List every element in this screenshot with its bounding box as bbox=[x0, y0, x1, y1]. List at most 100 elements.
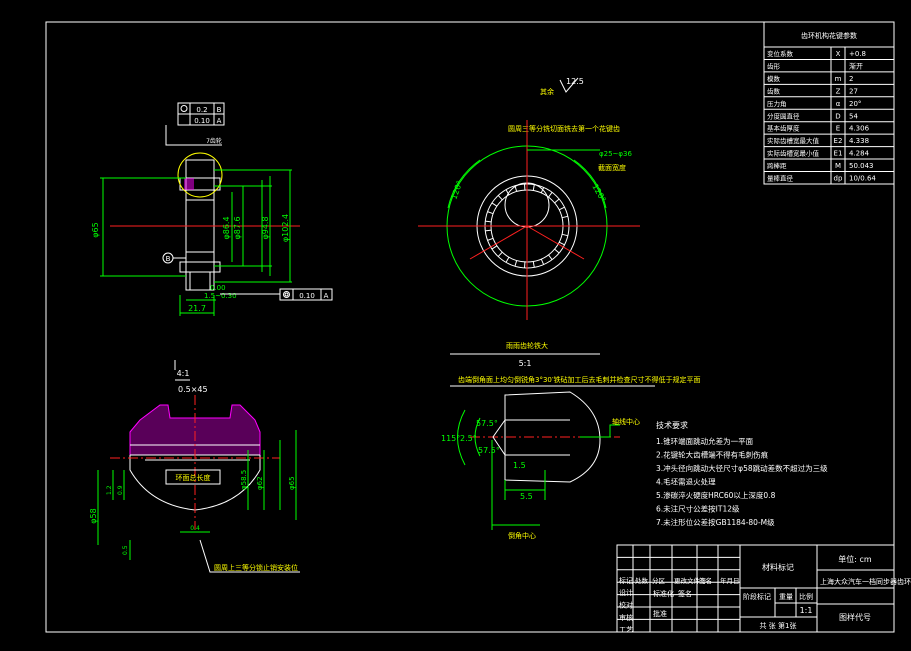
tb-unit: 单位: cm bbox=[838, 554, 872, 564]
tooth-right-label: 轴线中心 bbox=[612, 417, 640, 426]
tech-item: 3.冲头径向跳动大径尺寸φ58跳动差数不超过为三级 bbox=[656, 463, 828, 473]
param-value: 27 bbox=[849, 87, 858, 95]
param-name: 实际齿槽宽最小值 bbox=[767, 149, 820, 158]
tb-drawing-no: 图样代号 bbox=[839, 612, 871, 622]
param-symbol: X bbox=[836, 50, 841, 58]
spline-tooth bbox=[505, 189, 510, 196]
roughness-value: 12.5 bbox=[566, 77, 584, 86]
tech-requirements: 技术要求 1.锥环端面跳动允差为一平面2.花键轮大齿槽端不得有毛刺伤痕3.冲头径… bbox=[656, 420, 828, 527]
dim-58-5: φ58.5 bbox=[240, 470, 248, 490]
tooth-detail: 雨雨齿轮铁大 5:1 齿端倒角面上均匀倒锐角3°30′铁砧加工后去毛刺并检查尺寸… bbox=[441, 341, 700, 540]
param-value: 4.306 bbox=[849, 125, 870, 133]
param-value: 54 bbox=[849, 112, 858, 120]
drawing-frame bbox=[45, 21, 895, 633]
param-value: +0.8 bbox=[849, 50, 866, 58]
dim-94: φ94.8 bbox=[261, 216, 270, 239]
param-value: 4.284 bbox=[849, 150, 870, 158]
tb-col-label: 更改文件号 bbox=[674, 576, 707, 585]
param-symbol: E bbox=[836, 125, 840, 133]
spline-tooth bbox=[532, 184, 535, 191]
param-name: 压力角 bbox=[767, 99, 787, 108]
rest-label: 其余 bbox=[540, 87, 554, 96]
param-name: 实际齿槽宽最大值 bbox=[767, 136, 820, 145]
tb-scale-label: 比例 bbox=[799, 592, 813, 601]
inner-label: 环面总长度 bbox=[176, 473, 211, 482]
tb-sign: 签名 bbox=[678, 589, 692, 598]
dim-65b: φ65 bbox=[288, 476, 296, 490]
tb-std: 标准化 bbox=[653, 589, 674, 598]
spline-tooth bbox=[497, 195, 503, 201]
tb-row-label: 校对 bbox=[619, 600, 633, 609]
spline-tooth bbox=[561, 215, 568, 219]
param-name: 量棒直径 bbox=[767, 174, 794, 183]
param-value: 20° bbox=[849, 100, 861, 108]
spline-tooth bbox=[554, 198, 560, 204]
tol2-value: 0.10 bbox=[194, 117, 210, 125]
right-view: 12.5 其余 圆周三等分铣切面铣去第一个花键齿 120° 120° φ25~φ… bbox=[418, 77, 640, 320]
param-name: 分度圆直径 bbox=[767, 111, 800, 120]
spline-tooth bbox=[491, 245, 498, 250]
tooth-dim-b: 5.5 bbox=[520, 492, 533, 501]
spline-tooth bbox=[532, 261, 535, 268]
spline-tooth bbox=[487, 237, 494, 241]
tol1-ref: B bbox=[217, 106, 222, 114]
front-small-label: 7齿轮 bbox=[206, 137, 222, 145]
spline-tooth bbox=[485, 220, 492, 223]
tb-row-label: 审核 bbox=[619, 613, 633, 622]
dim-65: φ65 bbox=[91, 222, 100, 237]
bottom-dim: 0.4 bbox=[190, 525, 200, 532]
param-value: 4.338 bbox=[849, 137, 869, 145]
tb-approve: 批准 bbox=[653, 609, 667, 618]
bottom-b: 1.5~0.30 bbox=[204, 292, 237, 300]
spline-tooth bbox=[487, 211, 494, 215]
spline-tooth bbox=[514, 260, 518, 267]
datum-b: B bbox=[166, 255, 171, 263]
param-name: 基本齿厚度 bbox=[767, 124, 800, 133]
tech-item: 4.毛坯需退火处理 bbox=[656, 477, 716, 487]
dim-range: φ25~φ36 bbox=[599, 150, 632, 158]
dim-102: φ102.4 bbox=[281, 214, 290, 242]
tooth-bottom-label: 倒角中心 bbox=[508, 531, 536, 540]
spline-tooth bbox=[497, 251, 503, 257]
front-view: 0.2 B 0.10 A 7齿轮 φ65 φ86.4 φ87.6 φ9 bbox=[91, 102, 333, 316]
dim-62: φ62 bbox=[256, 476, 264, 490]
right-vert-label: 截面宽度 bbox=[598, 163, 626, 172]
spline-tooth bbox=[554, 248, 560, 254]
param-name: 跨棒距 bbox=[767, 161, 787, 170]
left-dim-a: 1.2 bbox=[106, 485, 113, 495]
spline-tooth bbox=[514, 185, 518, 192]
tb-col-label: 分区 bbox=[652, 576, 666, 585]
detail-note: 圆周上三等分锁止销安装位 bbox=[214, 563, 298, 572]
dim-58: φ58 bbox=[89, 508, 98, 523]
tooth-title: 雨雨齿轮铁大 bbox=[506, 341, 548, 350]
angle-c: 115° bbox=[441, 434, 460, 443]
tol2-ref: A bbox=[217, 117, 222, 125]
param-name: 模数 bbox=[767, 74, 781, 83]
spline-tooth bbox=[558, 241, 565, 246]
tech-title: 技术要求 bbox=[656, 420, 688, 430]
spline-tooth bbox=[548, 192, 553, 198]
spline-tooth bbox=[540, 187, 545, 194]
left-dim-c: 0.5 bbox=[122, 545, 129, 555]
chamfer-label: 0.5×45 bbox=[178, 385, 208, 394]
tb-row-label: 设计 bbox=[619, 588, 633, 597]
param-value: 2 bbox=[849, 75, 853, 83]
tb-stage: 阶段标记 bbox=[743, 592, 771, 601]
detail-section: 4:1 0.5×45 环面总长度 φ58 1.2 0.9 0.5 φ58.5 φ… bbox=[89, 360, 300, 573]
angle-b: 57.5° bbox=[478, 446, 500, 455]
tb-material: 材料标记 bbox=[762, 562, 794, 572]
spline-tooth bbox=[548, 254, 553, 260]
param-value: 50.043 bbox=[849, 162, 874, 170]
tol1-value: 0.2 bbox=[196, 106, 207, 114]
angle-left: 120° bbox=[449, 179, 464, 200]
param-name: 齿数 bbox=[767, 86, 781, 95]
param-value: 10/0.64 bbox=[849, 175, 876, 183]
tb-col-label: 处数 bbox=[635, 576, 649, 585]
tooth-dim-a: 1.5 bbox=[513, 461, 526, 470]
param-symbol: M bbox=[835, 162, 841, 170]
spline-tooth bbox=[558, 206, 565, 211]
tb-row-label: 工艺 bbox=[619, 626, 633, 634]
param-value: 渐开 bbox=[849, 61, 863, 70]
spline-tooth bbox=[491, 202, 498, 207]
